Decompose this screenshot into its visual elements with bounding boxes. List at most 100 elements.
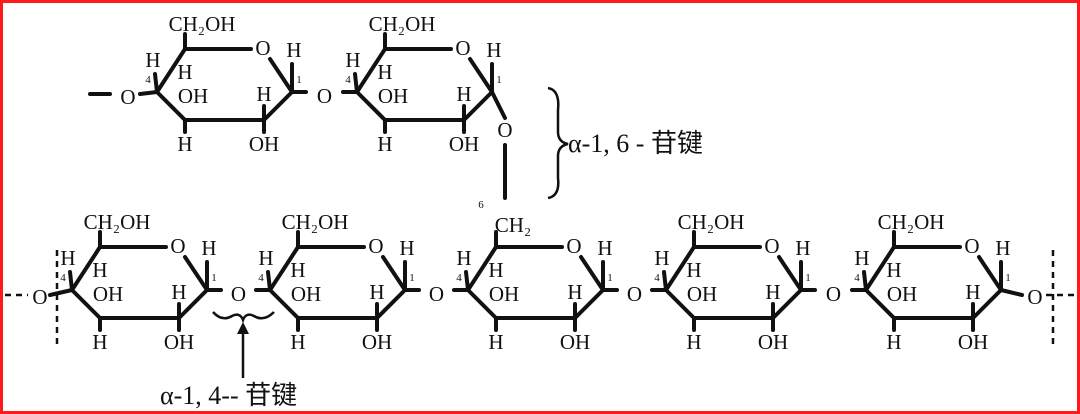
bond-line <box>177 288 209 320</box>
bond-line <box>268 245 300 292</box>
bond-line <box>462 90 494 122</box>
hydrogen: H <box>886 330 901 354</box>
hydrogen: H <box>92 258 107 282</box>
hydroxyl: OH <box>489 282 519 306</box>
hydrogen: H <box>597 236 612 260</box>
carbon-4-number: 4 <box>456 272 462 284</box>
hydrogen: H <box>854 246 869 270</box>
ring-oxygen: O <box>170 234 185 258</box>
hydrogen: H <box>171 280 186 304</box>
bond-line <box>355 90 387 122</box>
bond-line <box>971 288 1003 320</box>
glycosidic-oxygen: O <box>32 285 47 309</box>
bond-line <box>977 255 1003 292</box>
bond-line <box>466 288 498 320</box>
hydrogen: H <box>686 330 701 354</box>
carbon-4-number: 4 <box>258 272 264 284</box>
bond-line <box>381 255 407 292</box>
bond-line <box>777 255 803 292</box>
carbon-4-number: 4 <box>145 74 151 86</box>
wavy-brace-1-4 <box>212 311 275 324</box>
glycosidic-oxygen: O <box>429 282 444 306</box>
ring-oxygen: O <box>455 36 470 60</box>
ring-oxygen: O <box>566 234 581 258</box>
bond-line <box>183 255 209 292</box>
carbon-4-number: 4 <box>854 272 860 284</box>
ring-oxygen: O <box>368 234 383 258</box>
hydrogen: H <box>399 236 414 260</box>
ring-oxygen: O <box>255 36 270 60</box>
hydroxyl: OH <box>249 132 279 156</box>
glycosidic-oxygen: O <box>1027 285 1042 309</box>
hydroxyl: OH <box>687 282 717 306</box>
hydroxyl: OH <box>449 132 479 156</box>
hydrogen: H <box>765 280 780 304</box>
bond-line <box>375 288 407 320</box>
ch2oh-group: CH₂OH <box>878 210 945 234</box>
ch2oh-group: CH₂OH <box>369 12 436 36</box>
bond-line <box>268 57 294 94</box>
branch-oxygen: O <box>497 118 512 142</box>
hydroxyl: OH <box>362 330 392 354</box>
bond-line <box>353 72 359 94</box>
carbon-4-number: 4 <box>654 272 660 284</box>
glycosidic-oxygen: O <box>231 282 246 306</box>
hydrogen: H <box>345 48 360 72</box>
bond-line <box>662 270 668 292</box>
glycosidic-oxygen: O <box>826 282 841 306</box>
hydrogen: H <box>486 38 501 62</box>
hydroxyl: OH <box>378 84 408 108</box>
hydrogen: H <box>965 280 980 304</box>
bond-line <box>68 270 74 292</box>
bond-line <box>573 288 605 320</box>
hydrogen: H <box>145 48 160 72</box>
glycosidic-oxygen: O <box>317 84 332 108</box>
hydroxyl: OH <box>560 330 590 354</box>
ring-oxygen: O <box>764 234 779 258</box>
bond-line <box>266 270 272 292</box>
hydrogen: H <box>290 330 305 354</box>
bond-line <box>48 288 74 297</box>
hydrogen: H <box>686 258 701 282</box>
ch2oh-group: CH₂OH <box>84 210 151 234</box>
bond-line <box>138 90 159 96</box>
hydrogen: H <box>256 82 271 106</box>
ring-oxygen: O <box>964 234 979 258</box>
bond-line <box>771 288 803 320</box>
bond-line <box>664 288 696 320</box>
hydroxyl: OH <box>958 330 988 354</box>
bond-line <box>664 245 696 292</box>
hydrogen: H <box>995 236 1010 260</box>
bond-line <box>70 288 102 320</box>
hydroxyl: OH <box>887 282 917 306</box>
hydroxyl: OH <box>178 84 208 108</box>
ch2oh-group: CH₂OH <box>282 210 349 234</box>
hydroxyl: OH <box>93 282 123 306</box>
hydrogen: H <box>377 132 392 156</box>
hydrogen: H <box>654 246 669 270</box>
bond-line <box>355 47 387 94</box>
alpha-1-4-glycosidic-bond-label: α-1, 4-- 苷键 <box>160 381 297 410</box>
carbon-1-number: 1 <box>211 272 217 284</box>
ch2-group: CH₂ <box>495 213 532 237</box>
carbon-4-number: 4 <box>60 272 66 284</box>
hydrogen: H <box>258 246 273 270</box>
carbon-1-number: 1 <box>409 272 415 284</box>
bond-line <box>153 72 159 94</box>
bond-line <box>862 270 868 292</box>
bond-line <box>464 270 470 292</box>
bond-line <box>70 245 102 292</box>
carbon-1-number: 1 <box>1005 272 1011 284</box>
carbon-4-number: 4 <box>345 74 351 86</box>
bond-line <box>490 90 507 120</box>
bond-line <box>579 255 605 292</box>
bond-line <box>262 90 294 122</box>
hydrogen: H <box>177 132 192 156</box>
hydrogen: H <box>377 60 392 84</box>
curly-brace-1-6 <box>547 86 569 200</box>
hydrogen: H <box>286 38 301 62</box>
bond-line <box>155 90 187 122</box>
